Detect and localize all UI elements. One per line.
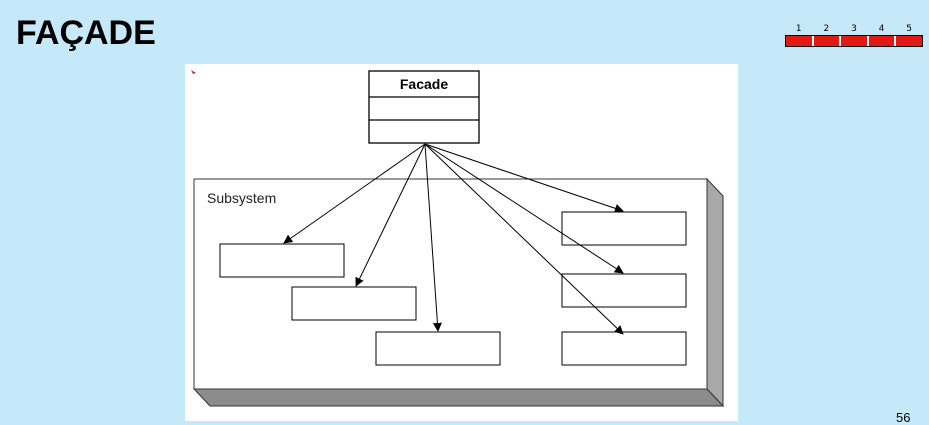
progress-step-4: 4 bbox=[878, 24, 885, 34]
progress-step-numbers: 1 2 3 4 5 bbox=[785, 24, 923, 35]
arrow-to-class-6 bbox=[424, 143, 624, 335]
subsystem-bottom-face bbox=[192, 388, 725, 407]
dependency-arrows bbox=[283, 143, 624, 335]
arrow-to-class-5 bbox=[424, 143, 624, 274]
progress-step-2: 2 bbox=[823, 24, 830, 34]
page-number: 56 bbox=[896, 410, 911, 425]
facade-class-name: Facade bbox=[400, 76, 448, 92]
progress-segment-5 bbox=[896, 36, 922, 46]
progress-segment-4 bbox=[868, 36, 897, 46]
progress-segment-3 bbox=[841, 36, 869, 46]
facade-diagram-svg: Subsystem Facade bbox=[191, 70, 725, 408]
arrow-to-class-3 bbox=[424, 143, 442, 332]
facade-diagram: Subsystem Facade bbox=[185, 64, 738, 421]
progress-step-1: 1 bbox=[795, 24, 802, 34]
progress-segment-1 bbox=[786, 36, 814, 46]
progress-bar bbox=[785, 35, 923, 47]
cursor-mark-icon bbox=[191, 70, 196, 74]
subsystem-side-face bbox=[706, 177, 724, 408]
subsystem-class-5 bbox=[561, 273, 687, 308]
subsystem-class-6 bbox=[561, 331, 687, 366]
subsystem-class-4 bbox=[561, 211, 687, 246]
facade-class-box bbox=[368, 70, 480, 144]
subsystem-label: Subsystem bbox=[207, 190, 276, 206]
subsystem-class-3 bbox=[375, 331, 501, 366]
progress-step-3: 3 bbox=[851, 24, 857, 34]
arrow-to-class-2 bbox=[355, 143, 426, 287]
subsystem-class-1 bbox=[219, 243, 345, 278]
facade-class: Facade bbox=[368, 70, 480, 144]
arrow-to-class-4 bbox=[424, 143, 624, 213]
slide-title: FAÇADE bbox=[16, 14, 156, 52]
progress-step-5: 5 bbox=[906, 24, 913, 34]
subsystem-class-2 bbox=[291, 286, 417, 321]
progress-segment-2 bbox=[813, 36, 842, 46]
progress-indicator: 1 2 3 4 5 bbox=[785, 24, 923, 47]
arrow-to-class-1 bbox=[283, 143, 426, 244]
